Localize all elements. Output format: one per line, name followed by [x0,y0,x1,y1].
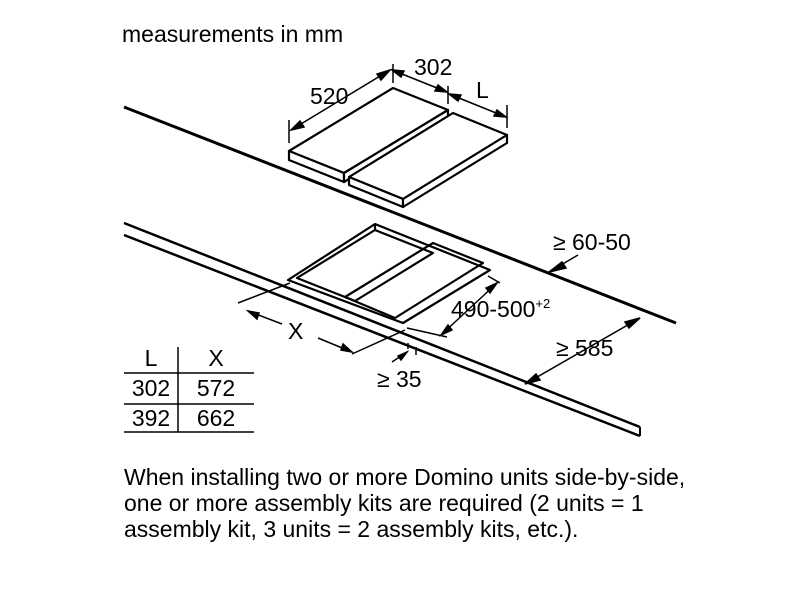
dim-depth-label: 520 [310,83,348,109]
table-cell: 392 [132,405,170,431]
dim-cutout-depth [406,275,501,338]
table-header-x: X [208,345,223,371]
dim-thickness [391,343,417,363]
dim-thickness-label: ≥ 35 [377,366,422,392]
hob-units [287,86,509,209]
dim-depth [288,64,394,143]
dim-counter-depth-label: ≥ 585 [556,335,613,361]
dim-cutout-depth-label: 490-500+2 [451,296,550,322]
dim-module-width-label: 302 [414,54,452,80]
table-cell: 662 [197,405,235,431]
countertop-back-edge [123,105,677,325]
dim-setback-label: ≥ 60-50 [553,229,631,255]
dim-counter-depth [524,317,641,385]
dim-length-label: L [476,77,489,103]
dim-cutout-width [237,282,406,355]
cutout [286,222,492,325]
dim-setback [548,254,579,273]
countertop-front-edge [123,221,641,438]
heading: measurements in mm [122,21,343,47]
table-cell: 302 [132,375,170,401]
dim-cutout-depth-tolerance: +2 [535,296,550,311]
dim-cutout-width-label: X [288,318,303,344]
table-cell: 572 [197,375,235,401]
dimension-table: L X 302 572 392 662 [124,345,254,433]
dim-length [446,93,509,128]
table-header-l: L [145,345,158,371]
dim-module-width [389,69,450,104]
installation-note: When installing two or more Domino units… [124,464,686,542]
